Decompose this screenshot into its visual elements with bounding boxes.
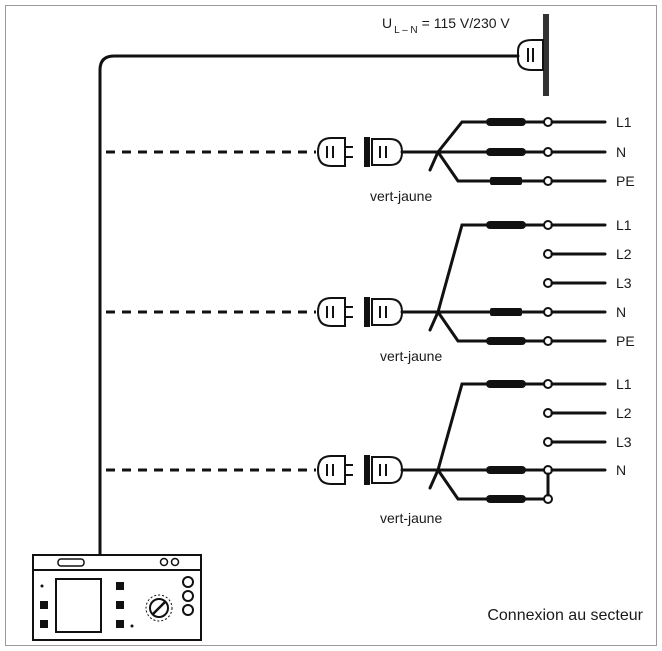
terminal-row: PE [543, 173, 635, 189]
plug-icon [316, 297, 353, 327]
terminal-row: N [543, 144, 626, 160]
supply-voltage-subscript: L – N [394, 25, 418, 36]
supply-voltage-prefix: U [382, 15, 392, 31]
terminal-row: N [543, 304, 626, 320]
diagram-caption: Connexion au secteur [487, 607, 643, 624]
terminal-label: L2 [616, 246, 632, 262]
terminal-row: L2 [543, 246, 632, 262]
outlet-group-1: L1 N PE vert-jaune [106, 114, 635, 204]
terminal-row: L3 [543, 275, 632, 291]
terminal-row: L1 [543, 114, 632, 130]
terminal-row: N [543, 462, 626, 478]
socket-icon [364, 455, 404, 485]
wall-socket-icon [517, 14, 549, 96]
plug-icon [316, 137, 353, 167]
outlet-group-3: L1 L2 L3 N vert-jaune [106, 376, 632, 526]
terminal-label: PE [616, 333, 635, 349]
terminal-row: L2 [543, 405, 632, 421]
ground-wire-label: vert-jaune [380, 510, 442, 526]
terminal-label: L2 [616, 405, 632, 421]
socket-icon [364, 297, 404, 327]
outlet-group-2: L1 L2 L3 N PE vert-jaune [106, 217, 635, 364]
terminal-label: L3 [616, 275, 632, 291]
terminal-row: L1 [543, 376, 632, 392]
terminal-row: L3 [543, 434, 632, 450]
plug-icon [316, 455, 353, 485]
supply-cable [98, 54, 520, 557]
supply-voltage-value: = 115 V/230 V [422, 15, 511, 31]
terminal-row: PE [543, 333, 635, 349]
terminal-label: N [616, 144, 626, 160]
diagram-border [5, 5, 657, 646]
ground-wire-label: vert-jaune [380, 348, 442, 364]
terminal-label: L1 [616, 114, 632, 130]
terminal-label: N [616, 462, 626, 478]
terminal-label: L1 [616, 217, 632, 233]
socket-icon [364, 137, 404, 167]
terminal-label: L3 [616, 434, 632, 450]
terminal-row: L1 [543, 217, 632, 233]
terminal-label: L1 [616, 376, 632, 392]
ground-wire-label: vert-jaune [370, 188, 432, 204]
test-instrument-icon [32, 554, 202, 641]
terminal-label: N [616, 304, 626, 320]
terminal-label: PE [616, 173, 635, 189]
pe-n-bridge [543, 472, 553, 504]
